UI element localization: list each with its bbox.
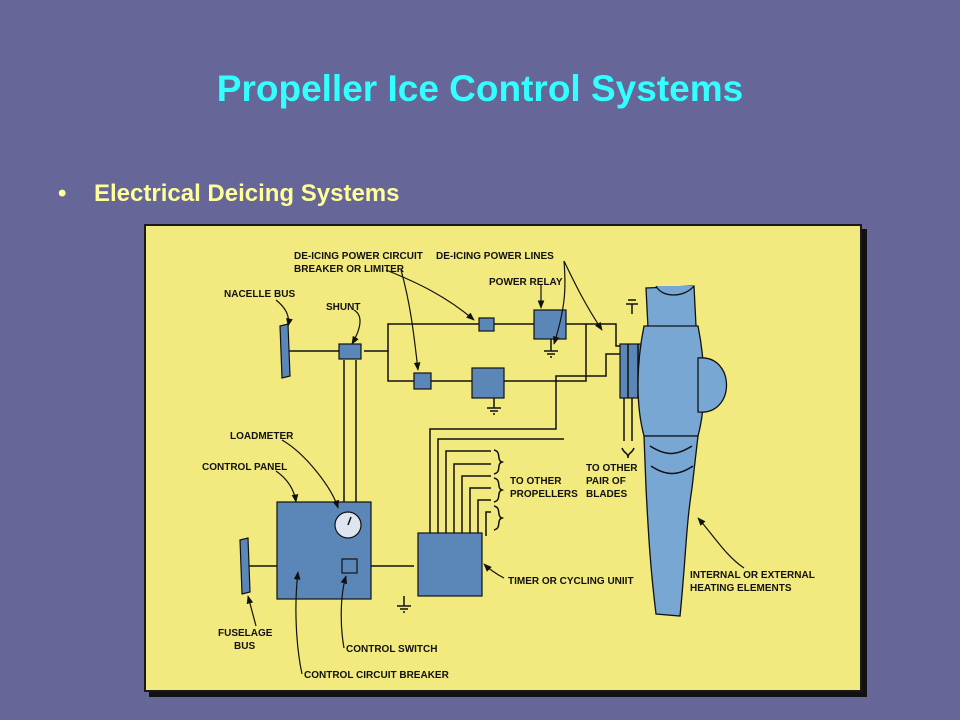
fuselage-bus-bar [239,537,251,595]
label-other-props-2: PROPELLERS [510,489,578,500]
label-control-switch: CONTROL SWITCH [346,644,437,655]
label-other-props-1: TO OTHER [510,476,562,487]
leader-arrows [246,260,745,675]
wiring [246,299,638,613]
label-other-blades-3: BLADES [586,489,627,500]
power-relay-box [533,309,567,340]
shunt-box [338,343,362,360]
nacelle-bus-bar [279,323,291,379]
label-power-relay: POWER RELAY [489,277,563,288]
label-other-blades-2: PAIR OF [586,476,626,487]
breaker-box-top [478,317,495,332]
label-shunt: SHUNT [326,302,360,313]
bullet-item: • Electrical Deicing Systems [58,180,399,208]
timer-box [417,532,483,597]
label-control-panel: CONTROL PANEL [202,462,287,473]
braces [493,447,635,531]
control-breaker-box [341,558,358,574]
label-power-lines: DE-ICING POWER LINES [436,251,554,262]
slide-title: Propeller Ice Control Systems [216,68,744,109]
label-fuselage-2: BUS [234,641,255,652]
label-other-blades-1: TO OTHER [586,463,638,474]
breaker-box-lower [413,372,432,390]
components [239,309,647,600]
label-loadmeter: LOADMETER [230,431,294,442]
label-timer: TIMER OR CYCLING UNIIT [508,576,634,587]
deicing-diagram: DE-ICING POWER CIRCUIT BREAKER OR LIMITE… [144,224,862,692]
label-heating-2: HEATING ELEMENTS [690,583,792,594]
relay-box-lower [471,367,505,399]
propeller-assembly [637,285,728,617]
bullet-dot: • [58,180,67,207]
label-fuselage-1: FUSELAGE [218,628,273,639]
bullet-text: Electrical Deicing Systems [94,180,400,207]
label-nacelle-bus: NACELLE BUS [224,289,295,300]
deicing-diagram-svg: DE-ICING POWER CIRCUIT BREAKER OR LIMITE… [202,251,815,681]
label-breaker-2: BREAKER OR LIMITER [294,264,405,275]
label-breaker-1: DE-ICING POWER CIRCUIT [294,251,423,262]
labels: DE-ICING POWER CIRCUIT BREAKER OR LIMITE… [202,251,815,681]
label-heating-1: INTERNAL OR EXTERNAL [690,570,815,581]
label-control-breaker: CONTROL CIRCUIT BREAKER [304,670,450,681]
